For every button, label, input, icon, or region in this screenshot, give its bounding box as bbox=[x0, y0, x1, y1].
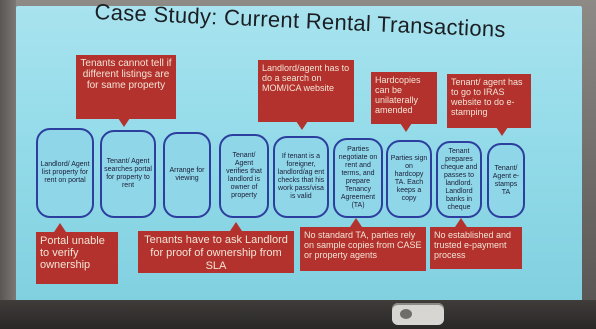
callout-pointer bbox=[455, 218, 467, 227]
callout-pointer bbox=[118, 118, 130, 127]
callout-iras-estamping: Tenant/ agent has to go to IRAS website … bbox=[447, 74, 531, 128]
step-landlord-list-property: Landlord/ Agent list property for rent o… bbox=[36, 128, 94, 218]
callout-pointer bbox=[400, 123, 412, 132]
step-verify-ownership: Tenant/ Agent verifies that landlord is … bbox=[219, 134, 269, 218]
callout-pointer bbox=[230, 222, 242, 231]
projector-lens bbox=[400, 309, 412, 319]
callout-no-epayment: No established and trusted e-payment pro… bbox=[430, 227, 522, 269]
callout-mom-ica-search: Landlord/agent has to do a search on MOM… bbox=[258, 60, 354, 122]
room-wall bbox=[0, 0, 16, 329]
callout-proof-from-sla: Tenants have to ask Landlord for proof o… bbox=[138, 231, 294, 273]
callout-pointer bbox=[496, 127, 508, 136]
callout-hardcopy-amend: Hardcopies can be unilaterally amended bbox=[371, 72, 437, 124]
room-floor bbox=[0, 300, 596, 329]
step-cheque-payment: Tenant prepares cheque and passes to lan… bbox=[436, 141, 482, 218]
step-arrange-viewing: Arrange for viewing bbox=[163, 132, 211, 218]
step-negotiate-prepare-ta: Parties negotiate on rent and terms, and… bbox=[333, 138, 383, 218]
step-e-stamp-ta: Tenant/ Agent e-stamps TA bbox=[487, 143, 525, 218]
step-check-work-pass: If tenant is a foreigner, landlord/ag en… bbox=[273, 136, 329, 218]
callout-pointer bbox=[296, 121, 308, 130]
callout-no-standard-ta: No standard TA, parties rely on sample c… bbox=[300, 227, 426, 271]
step-sign-hardcopy-ta: Parties sign on hardcopy TA. Each keeps … bbox=[386, 140, 432, 218]
callout-duplicate-listings: Tenants cannot tell if different listing… bbox=[76, 55, 176, 119]
step-tenant-search-portal: Tenant/ Agent searches portal for proper… bbox=[100, 130, 156, 218]
callout-pointer bbox=[54, 223, 66, 232]
callout-portal-verify: Portal unable to verify ownership bbox=[36, 232, 118, 284]
projector-device bbox=[392, 303, 444, 325]
callout-pointer bbox=[350, 218, 362, 227]
